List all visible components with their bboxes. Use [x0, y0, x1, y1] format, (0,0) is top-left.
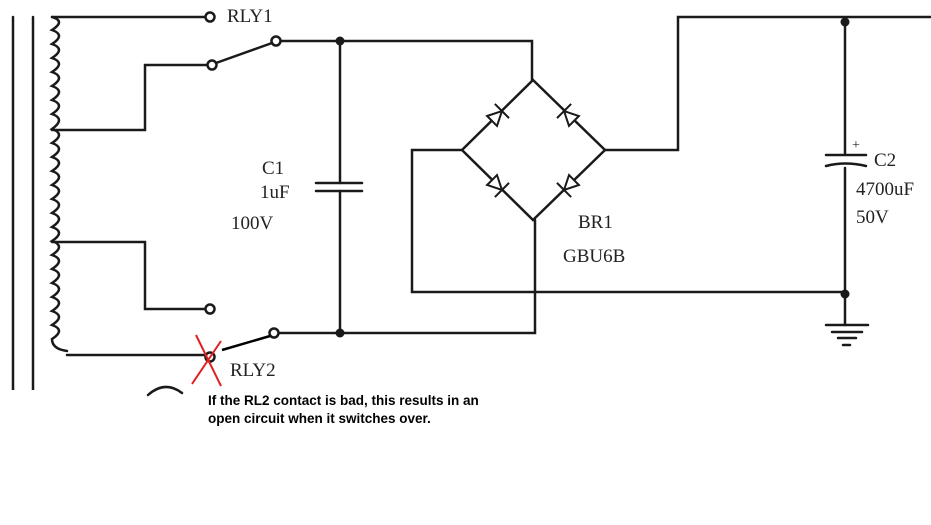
c2-polarity-label: + [852, 138, 860, 153]
diode-icon [556, 173, 581, 198]
br1-name-label: BR1 [578, 212, 613, 233]
wire-upper-tap [50, 63, 209, 132]
c2-value-label: 4700uF [856, 179, 914, 200]
rly2-label: RLY2 [230, 360, 276, 381]
rly1-contact-nc [204, 11, 216, 23]
c1-value-label: 1uF [260, 182, 290, 203]
wire-lower-tap [50, 240, 207, 311]
annotation-line-1: If the RL2 contact is bad, this results … [208, 393, 479, 408]
ground-icon [824, 323, 870, 347]
diode-icon [485, 103, 510, 128]
wire-positive-output [603, 15, 931, 152]
partial-symbol [146, 385, 184, 397]
rly1-contact-no [206, 59, 218, 71]
rly2-contact-a [204, 303, 216, 315]
bridge-rectifier-br1 [460, 78, 607, 222]
junction-dot [335, 36, 345, 46]
c1-voltage-label: 100V [231, 213, 274, 234]
wire-bottom-rail [277, 218, 537, 335]
junction-dot [335, 328, 345, 338]
diode-icon [485, 173, 510, 198]
c2-voltage-label: 50V [856, 207, 889, 228]
c2-name-label: C2 [874, 150, 896, 171]
fault-x-marker [191, 334, 222, 387]
annotation-line-2: open circuit when it switches over. [208, 411, 431, 426]
c1-name-label: C1 [262, 158, 284, 179]
rly1-label: RLY1 [227, 6, 273, 27]
image-crop-edge [0, 390, 140, 525]
br1-part-label: GBU6B [563, 246, 625, 267]
transformer-secondary-coil [49, 15, 69, 353]
junction-dot [840, 289, 850, 299]
bridge-diodes [485, 103, 581, 198]
c2-plate-negative [824, 162, 868, 168]
rly1-switch-arm [214, 41, 274, 65]
wire-negative-return [410, 148, 847, 294]
junction-dot [840, 17, 850, 27]
annotation-pointer-line [221, 334, 271, 352]
diode-icon [556, 103, 581, 128]
rly1-common [270, 35, 282, 47]
rly2-common [268, 327, 280, 339]
wire-top-rail [279, 39, 534, 82]
